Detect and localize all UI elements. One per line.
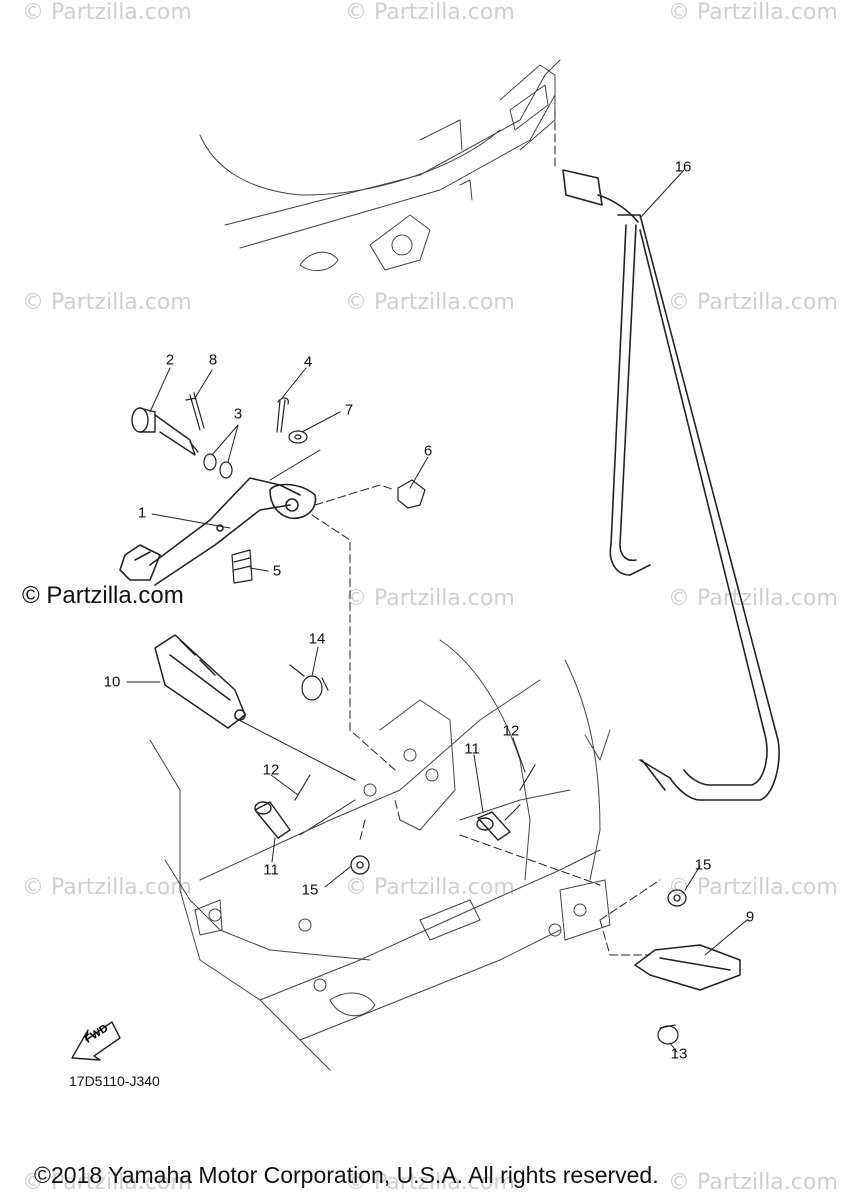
diagram-code: 17D5110-J340 bbox=[69, 1073, 160, 1089]
callout-7: 7 bbox=[344, 401, 354, 419]
pivot-shaft bbox=[131, 407, 199, 456]
watermark: © Partzilla.com bbox=[668, 875, 838, 900]
callout-16: 16 bbox=[674, 158, 692, 176]
callout-11-right: 11 bbox=[464, 740, 480, 758]
cotter-pin-8 bbox=[185, 392, 205, 431]
washer-15-right bbox=[667, 889, 687, 907]
spring-13 bbox=[657, 1024, 679, 1045]
washer-7 bbox=[288, 430, 308, 444]
pin-12-left bbox=[294, 774, 311, 801]
footrest-left bbox=[154, 634, 246, 729]
watermark: © Partzilla.com bbox=[668, 1170, 838, 1195]
callout-11-left: 11 bbox=[263, 861, 279, 879]
watermark: © Partzilla.com bbox=[668, 0, 838, 25]
callout-1: 1 bbox=[137, 504, 147, 522]
watermark: © Partzilla.com bbox=[668, 586, 838, 611]
spring-14 bbox=[289, 664, 329, 701]
callout-6: 6 bbox=[423, 442, 433, 460]
watermark: © Partzilla.com bbox=[668, 290, 838, 315]
o-rings-3 bbox=[203, 453, 233, 479]
watermark: © Partzilla.com bbox=[22, 0, 192, 25]
callout-10: 10 bbox=[103, 673, 121, 691]
callout-9: 9 bbox=[745, 908, 755, 926]
stand bbox=[562, 169, 780, 801]
copyright-notice: ©2018 Yamaha Motor Corporation, U.S.A. A… bbox=[34, 1162, 659, 1188]
frame-lower-outline bbox=[149, 639, 611, 1071]
callout-15-left: 15 bbox=[301, 881, 319, 899]
bolt-11-left bbox=[254, 801, 291, 839]
callout-2: 2 bbox=[165, 351, 175, 369]
callout-3: 3 bbox=[233, 405, 243, 423]
fwd-arrow-icon bbox=[71, 1021, 121, 1061]
callout-5: 5 bbox=[272, 562, 282, 580]
spring-5 bbox=[231, 549, 253, 584]
watermark: © Partzilla.com bbox=[22, 875, 192, 900]
bolt-11-right bbox=[476, 811, 511, 841]
footrest-right bbox=[634, 944, 741, 991]
callout-14: 14 bbox=[308, 630, 326, 648]
watermark: © Partzilla.com bbox=[345, 875, 515, 900]
watermark: © Partzilla.com bbox=[22, 1170, 192, 1195]
leader-lines bbox=[311, 109, 661, 956]
callout-leaders bbox=[126, 169, 748, 1053]
pin-12-right bbox=[519, 764, 536, 791]
washer-15-left bbox=[350, 855, 370, 875]
watermark: © Partzilla.com bbox=[345, 1170, 515, 1195]
frame-top-outline bbox=[199, 59, 561, 272]
watermark-main: © Partzilla.com bbox=[22, 582, 184, 609]
callout-4: 4 bbox=[303, 353, 313, 371]
cotter-pin-4 bbox=[276, 397, 289, 433]
callout-12-right: 12 bbox=[502, 722, 520, 740]
watermark: © Partzilla.com bbox=[22, 290, 192, 315]
callout-15-right: 15 bbox=[694, 856, 712, 874]
watermark: © Partzilla.com bbox=[345, 586, 515, 611]
brake-pedal bbox=[119, 477, 317, 586]
watermark: © Partzilla.com bbox=[345, 0, 515, 25]
callout-12-left: 12 bbox=[262, 761, 280, 779]
watermark: © Partzilla.com bbox=[345, 290, 515, 315]
pin-6 bbox=[397, 479, 426, 509]
callout-13: 13 bbox=[670, 1045, 688, 1063]
callout-8: 8 bbox=[208, 351, 218, 369]
